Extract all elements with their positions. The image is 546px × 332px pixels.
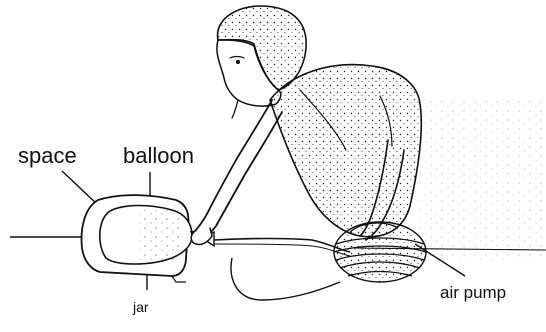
- label-jar: jar: [133, 300, 149, 314]
- label-air-pump: air pump: [440, 284, 506, 301]
- label-space: space: [18, 145, 77, 167]
- space-leader-line: [62, 171, 98, 205]
- person-figure: [191, 6, 421, 245]
- label-balloon: balloon: [123, 145, 194, 167]
- background-speckle: [420, 100, 546, 260]
- air-pump-drawing: [334, 222, 426, 282]
